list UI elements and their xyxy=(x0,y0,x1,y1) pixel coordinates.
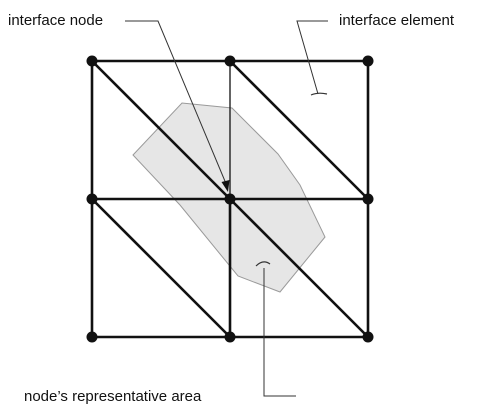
mesh-node xyxy=(224,331,236,343)
mesh-diagonal-bottom-left xyxy=(90,197,232,339)
representative-area-label: node’s representative area xyxy=(24,388,202,405)
mesh-node xyxy=(362,55,374,67)
mesh-diagonal-top-left xyxy=(90,59,232,201)
interface-node-label: interface node xyxy=(8,12,104,29)
representative-area-tick xyxy=(255,261,271,267)
mesh-diagonal-bottom-right xyxy=(228,197,370,339)
mesh-node xyxy=(224,55,236,67)
mesh-node xyxy=(86,193,98,205)
mesh-node xyxy=(362,331,374,343)
interface-node-arrowhead xyxy=(221,180,230,192)
representative-area-leader xyxy=(263,268,296,397)
interface-element-leader xyxy=(296,20,328,95)
interface-element-tick xyxy=(310,92,328,96)
interface-node-leader xyxy=(125,20,228,187)
mesh-node xyxy=(86,55,98,67)
interface-node-point xyxy=(224,193,236,205)
mesh-nodes xyxy=(86,55,374,343)
interface-element-label: interface element xyxy=(339,12,455,29)
mesh-diagonal-top-right xyxy=(228,59,370,201)
mesh-node xyxy=(362,193,374,205)
mesh-node xyxy=(86,331,98,343)
